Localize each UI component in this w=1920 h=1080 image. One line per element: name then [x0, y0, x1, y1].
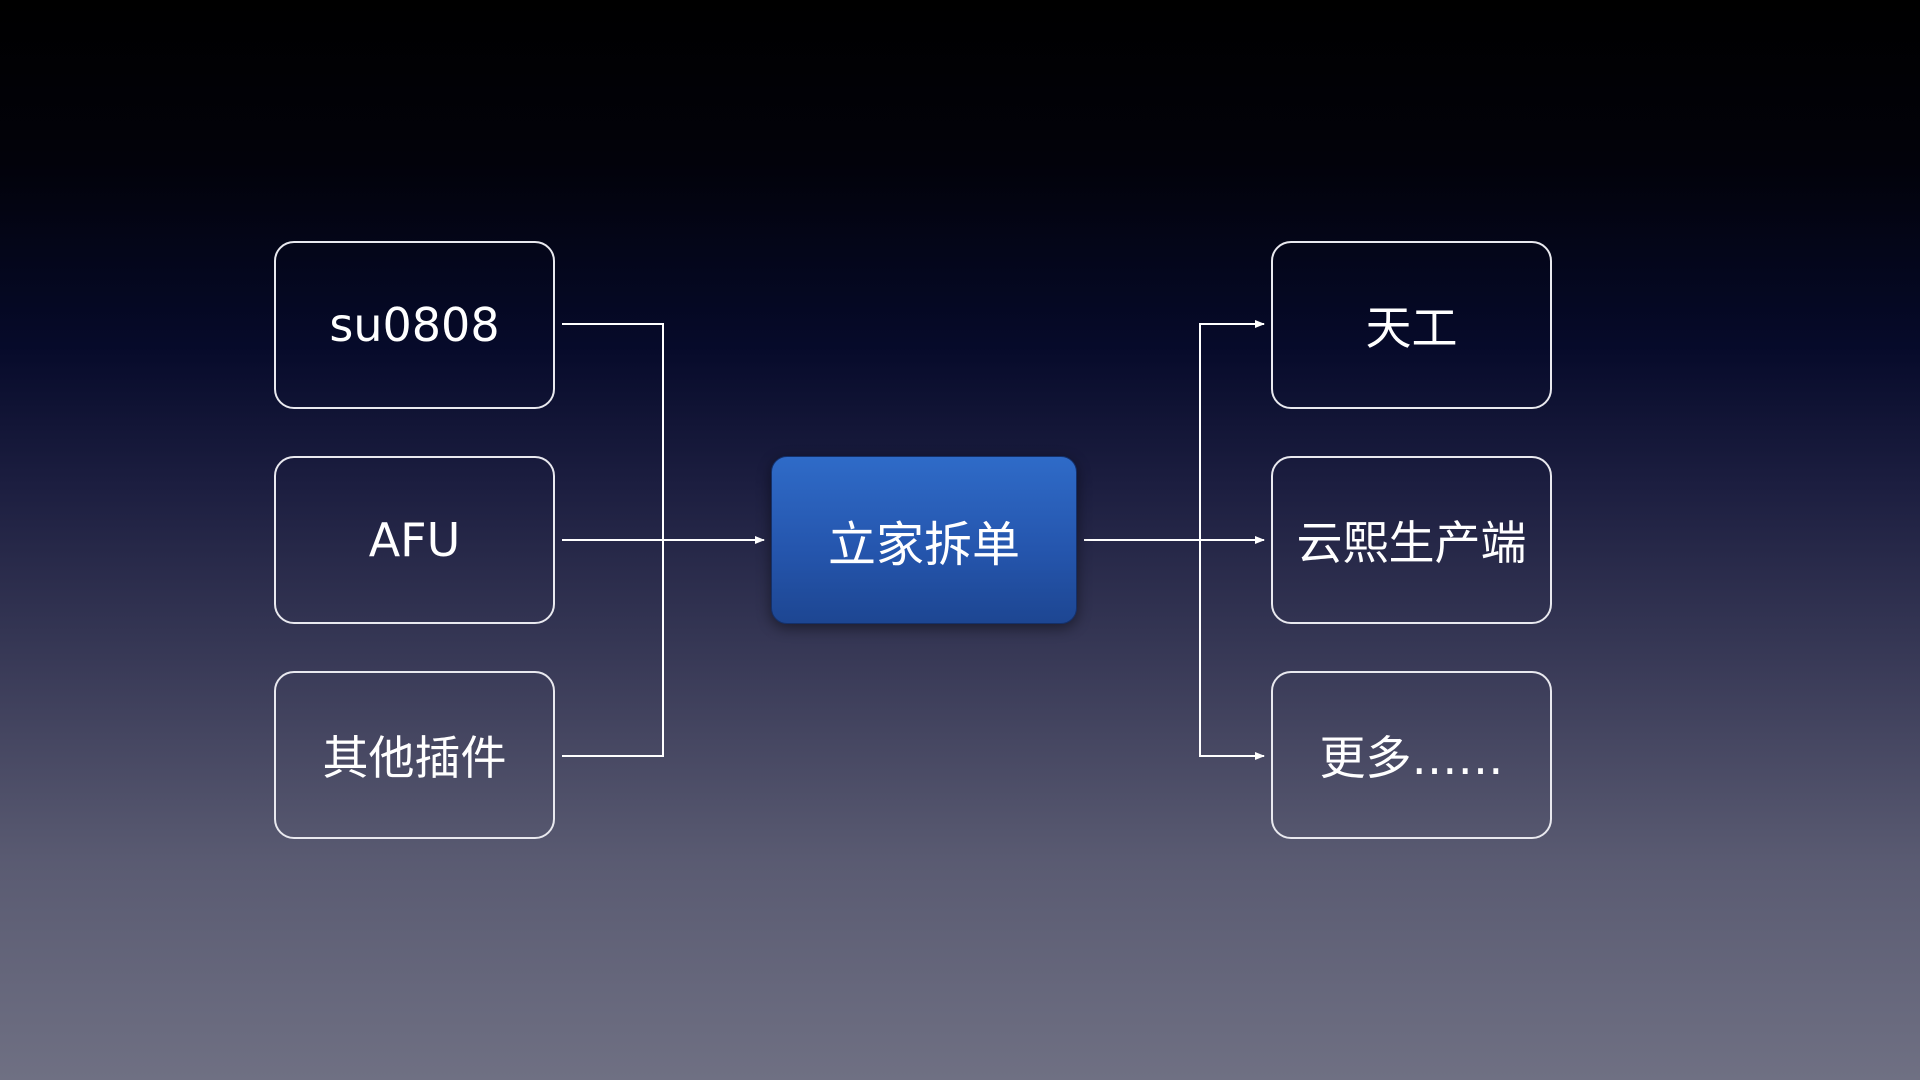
target-box-yunxi: 云熙生产端 — [1271, 456, 1552, 624]
source-label: AFU — [368, 513, 461, 567]
target-box-tiangong: 天工 — [1271, 241, 1552, 409]
connector-su0808 — [562, 323, 664, 540]
source-box-su0808: su0808 — [274, 241, 555, 409]
target-label: 云熙生产端 — [1296, 516, 1527, 570]
arrow-to-tiangong — [1199, 320, 1265, 540]
center-node: 立家拆单 — [771, 456, 1077, 624]
arrow-to-more — [1199, 540, 1265, 760]
source-label: su0808 — [329, 298, 500, 352]
source-box-other-plugins: 其他插件 — [274, 671, 555, 839]
connector-other-plugins — [562, 540, 664, 757]
target-box-more: 更多…… — [1271, 671, 1552, 839]
target-label: 天工 — [1365, 301, 1458, 355]
source-label: 其他插件 — [322, 731, 507, 785]
source-box-afu: AFU — [274, 456, 555, 624]
center-label: 立家拆单 — [827, 517, 1020, 573]
target-label: 更多…… — [1319, 731, 1504, 785]
